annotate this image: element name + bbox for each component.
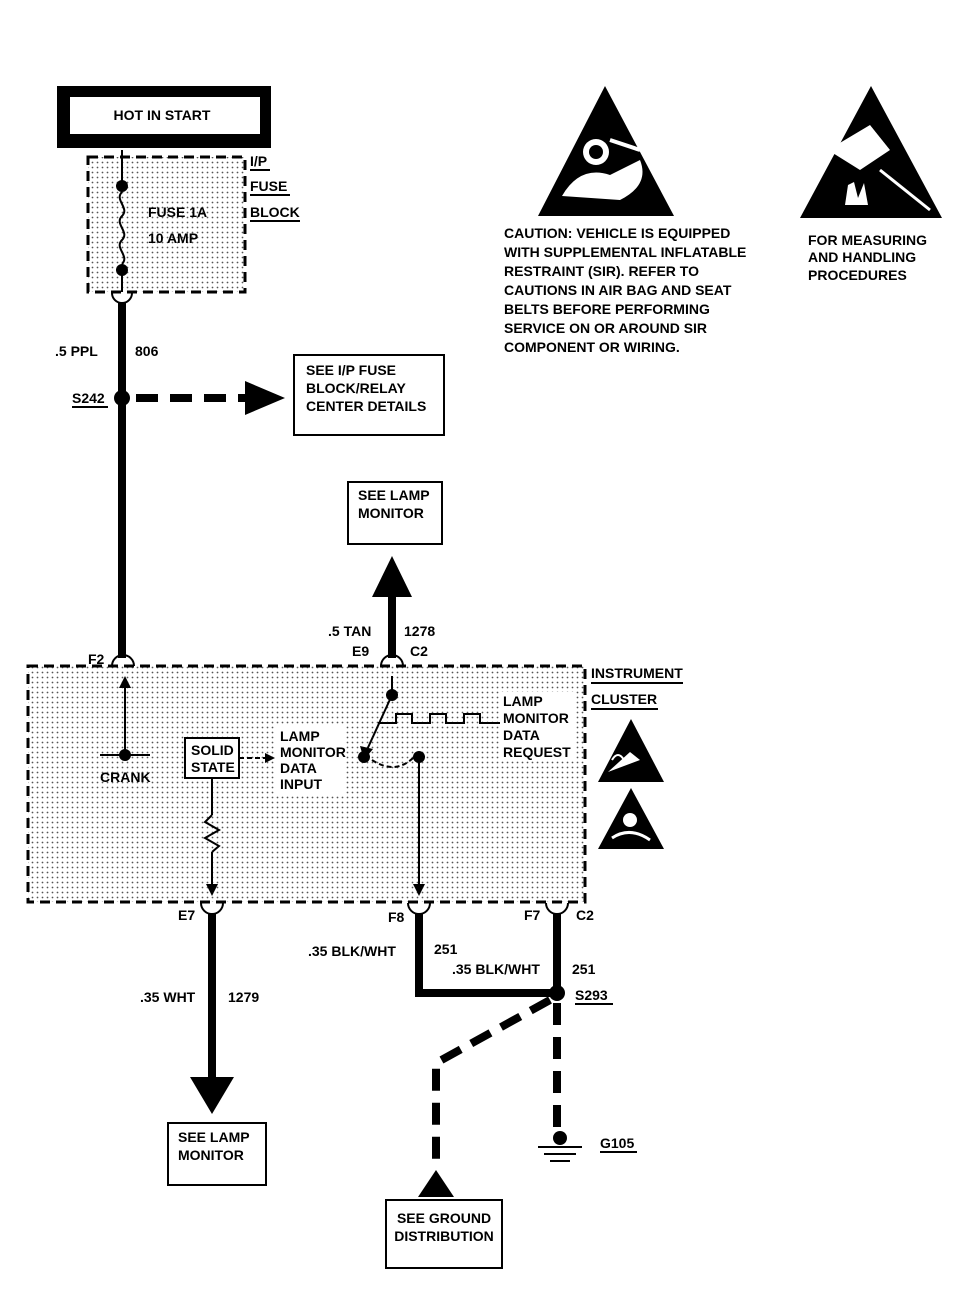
wire-251a-size: .35 BLK/WHT — [308, 943, 396, 959]
wire-1278-size: .5 TAN — [328, 623, 371, 639]
conn-c2-bottom: C2 — [576, 907, 594, 923]
caution-l3: RESTRAINT (SIR). REFER TO — [504, 263, 699, 279]
arrow-to-ground-distribution — [418, 1170, 454, 1197]
solid-state-l2: STATE — [191, 759, 235, 775]
instrument-cluster-label-1: INSTRUMENT — [591, 665, 683, 681]
splice-s242 — [114, 390, 130, 406]
caution-l4: CAUTIONS IN AIR BAG AND SEAT — [504, 282, 732, 298]
sir-warning-icon-small — [598, 788, 664, 849]
caution-text: CAUTION: VEHICLE IS EQUIPPED WITH SUPPLE… — [504, 225, 746, 355]
solid-state-l1: SOLID — [191, 742, 234, 758]
ground-g105-label: G105 — [600, 1135, 634, 1151]
arrow-to-fuse-details — [245, 381, 285, 415]
data-request-pulse — [378, 713, 500, 724]
caution-l2: WITH SUPPLEMENTAL INFLATABLE — [504, 244, 746, 260]
arrow-to-lamp-monitor-bottom — [190, 1077, 234, 1114]
ground-g105-point — [553, 1131, 567, 1145]
pin-e9: E9 — [352, 643, 369, 659]
data-input-l4: INPUT — [280, 776, 322, 792]
wire-806-circuit: 806 — [135, 343, 159, 359]
esd-l1: FOR MEASURING — [808, 232, 927, 248]
esd-l2: AND HANDLING — [808, 249, 916, 265]
caution-l6: SERVICE ON OR AROUND SIR — [504, 320, 707, 336]
ref-fuse-block-box: SEE I/P FUSE BLOCK/RELAY CENTER DETAILS — [293, 354, 445, 436]
fuse-block-label-1: I/P — [250, 153, 267, 169]
ref-fuse-block-l3: CENTER DETAILS — [306, 398, 426, 414]
wire-1279-circuit: 1279 — [228, 989, 259, 1005]
esd-text: FOR MEASURING AND HANDLING PROCEDURES — [808, 232, 927, 283]
wire-251-f8 — [415, 914, 556, 997]
ref-fuse-block-l1: SEE I/P FUSE — [306, 362, 396, 378]
ref-lamp-monitor-bottom: SEE LAMP MONITOR — [167, 1122, 267, 1186]
wire-251b-size: .35 BLK/WHT — [452, 961, 540, 977]
data-input-l1: LAMP — [280, 728, 320, 744]
fuse-element — [118, 191, 126, 265]
conn-c2-top: C2 — [410, 643, 428, 659]
instrument-cluster-label-2: CLUSTER — [591, 691, 657, 707]
pin-f8: F8 — [388, 909, 405, 925]
ref-lamp-monitor-top: SEE LAMP MONITOR — [347, 481, 443, 545]
ref-ground-l1: SEE GROUND — [397, 1210, 491, 1226]
esd-warning-icon-small — [598, 719, 664, 782]
ref-ground-l2: DISTRIBUTION — [394, 1228, 494, 1244]
data-input-l3: DATA — [280, 760, 317, 776]
splice-s293-label: S293 — [575, 987, 608, 1003]
ref-lamp-bottom-l1: SEE LAMP — [178, 1129, 250, 1145]
ref-lamp-top-l2: MONITOR — [358, 505, 424, 521]
wire-1278-circuit: 1278 — [404, 623, 435, 639]
wire-251a-circuit: 251 — [434, 941, 458, 957]
wire-1279-size: .35 WHT — [140, 989, 196, 1005]
pin-f7: F7 — [524, 907, 541, 923]
splice-s242-label: S242 — [72, 390, 105, 406]
data-request-l1: LAMP — [503, 693, 543, 709]
esd-warning-icon — [800, 86, 942, 218]
splice-s293 — [549, 985, 565, 1001]
fuse-rating: 10 AMP — [148, 230, 198, 246]
crank-label: CRANK — [100, 769, 151, 785]
data-request-l3: DATA — [503, 727, 540, 743]
hot-in-start-label: HOT IN START — [114, 107, 211, 123]
solid-state-box — [184, 737, 240, 779]
wire-to-ground-distribution — [432, 996, 552, 1170]
caution-l7: COMPONENT OR WIRING. — [504, 339, 680, 355]
fuse-name: FUSE 1A — [148, 204, 207, 220]
arrow-to-lamp-monitor-top — [372, 556, 412, 597]
data-request-l2: MONITOR — [503, 710, 569, 726]
fuse-block-label-3: BLOCK — [250, 204, 300, 220]
ref-lamp-top-l1: SEE LAMP — [358, 487, 430, 503]
sir-warning-icon — [538, 86, 674, 216]
caution-l1: CAUTION: VEHICLE IS EQUIPPED — [504, 225, 730, 241]
data-request-l4: REQUEST — [503, 744, 571, 760]
data-input-l2: MONITOR — [280, 744, 346, 760]
resistor — [202, 814, 222, 853]
ref-ground-distribution: SEE GROUND DISTRIBUTION — [385, 1199, 503, 1269]
pin-e7: E7 — [178, 907, 195, 923]
ref-lamp-bottom-l2: MONITOR — [178, 1147, 244, 1163]
caution-l5: BELTS BEFORE PERFORMING — [504, 301, 710, 317]
fuse-terminal-top — [116, 180, 128, 192]
instrument-cluster: F2 CRANK SOLID STATE LAMP MONITOR DATA I… — [26, 651, 594, 925]
wire-806-size: .5 PPL — [55, 343, 98, 359]
pin-f2: F2 — [88, 651, 105, 667]
fuse-block-label-2: FUSE — [250, 178, 287, 194]
ground-symbol — [538, 1146, 582, 1162]
fuse-block: FUSE 1A 10 AMP I/P FUSE BLOCK — [86, 150, 300, 294]
hot-in-start-box: HOT IN START — [57, 86, 271, 148]
esd-l3: PROCEDURES — [808, 267, 907, 283]
wire-251b-circuit: 251 — [572, 961, 596, 977]
switch-contact-left — [358, 751, 370, 763]
ref-fuse-block-l2: BLOCK/RELAY — [306, 380, 406, 396]
